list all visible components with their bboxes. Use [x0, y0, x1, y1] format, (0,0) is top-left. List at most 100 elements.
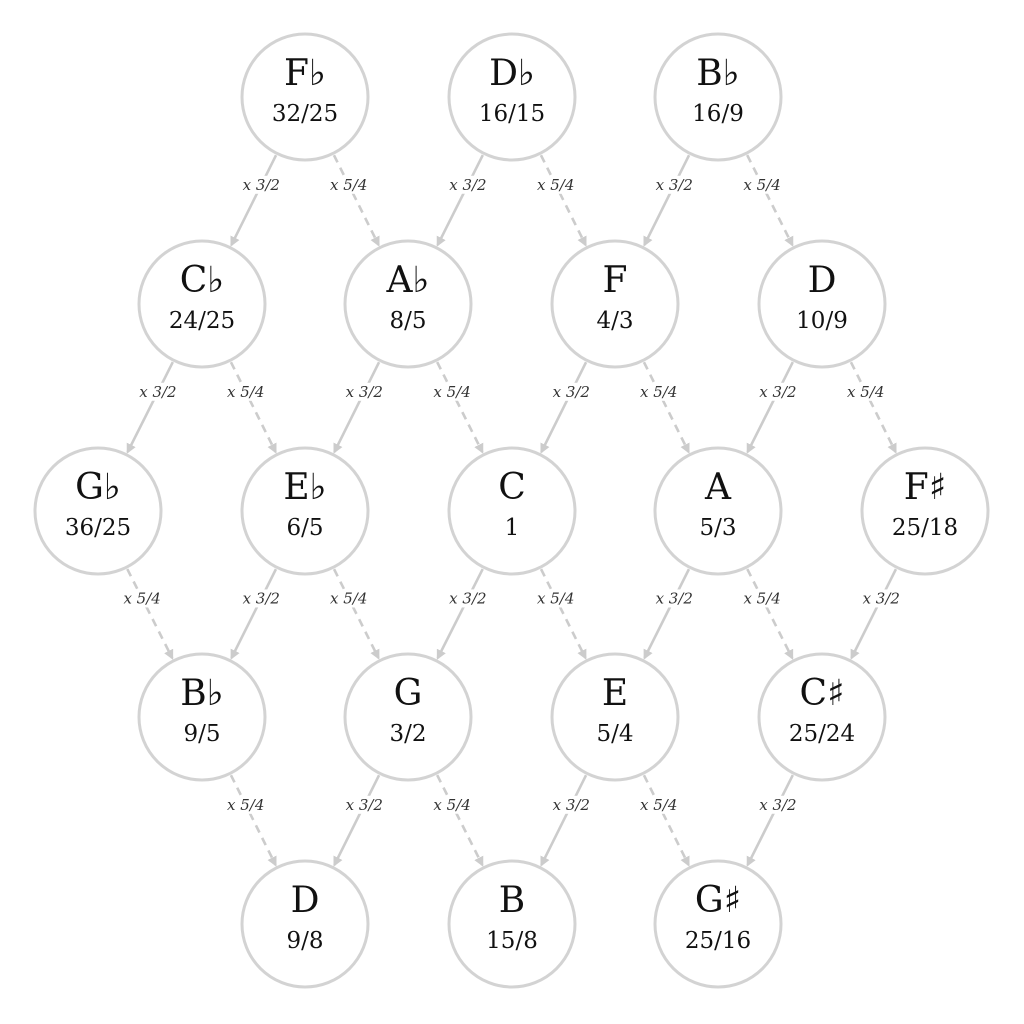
note-name: E♭	[283, 467, 326, 508]
note-ratio: 32/25	[272, 101, 338, 127]
note-circle	[240, 32, 370, 162]
edge-label-background	[239, 589, 284, 608]
note-name: D	[808, 260, 837, 301]
edge-label-third: x 5/4	[640, 383, 677, 401]
note-ratio: 5/4	[596, 721, 633, 747]
edge-label-third: x 5/4	[743, 589, 780, 607]
note-circle	[343, 652, 473, 782]
edge-d-top-to-fs	[849, 361, 897, 454]
note-circle	[137, 652, 267, 782]
note-node-fs: F♯25/18	[860, 446, 990, 576]
note-node-ab: A♭8/5	[343, 239, 473, 369]
note-name: D	[291, 880, 320, 921]
edge-cb-to-eb	[229, 361, 277, 454]
note-circle	[860, 446, 990, 576]
note-name: C	[498, 467, 526, 508]
edge-label-fifth: x 3/2	[759, 383, 796, 401]
edge-label-fifth: x 3/2	[449, 589, 486, 607]
note-name: F♯	[904, 467, 946, 508]
note-ratio: 6/5	[286, 515, 323, 541]
note-node-b: B15/8	[447, 859, 577, 989]
edge-label-background	[740, 589, 785, 608]
edge-a-to-e	[643, 568, 691, 660]
note-ratio: 15/8	[486, 928, 538, 954]
edge-label-third: x 5/4	[227, 383, 264, 401]
edge-label-background	[445, 589, 490, 608]
edge-label-third: x 5/4	[847, 383, 884, 401]
edge-eb-to-g	[332, 568, 380, 660]
edge-label-background	[740, 175, 785, 194]
edge-label-background	[533, 175, 578, 194]
note-circle	[343, 239, 473, 369]
edge-label-background	[445, 175, 490, 194]
edge-label-third: x 5/4	[433, 796, 470, 814]
edge-label-background	[755, 795, 800, 814]
edge-label-third: x 5/4	[743, 176, 780, 194]
note-ratio: 10/9	[796, 308, 848, 334]
note-name: G	[394, 673, 423, 714]
note-ratio: 3/2	[389, 721, 426, 747]
note-name: C♯	[800, 673, 845, 714]
note-node-gb: G♭36/25	[33, 446, 163, 576]
note-node-fb: F♭ 32/25	[240, 32, 370, 162]
note-ratio: 9/8	[286, 928, 323, 954]
note-name: F	[603, 260, 628, 301]
edge-db-to-f	[539, 154, 587, 247]
edge-label-fifth: x 3/2	[139, 383, 176, 401]
edge-label-background	[342, 382, 387, 401]
note-ratio: 9/5	[183, 721, 220, 747]
edge-db-to-ab	[436, 154, 484, 247]
edge-label-third: x 5/4	[330, 589, 367, 607]
note-name: C♭	[180, 260, 225, 301]
note-circle	[550, 239, 680, 369]
edge-g-to-b	[436, 774, 484, 867]
note-circle	[550, 652, 680, 782]
edge-label-third: x 5/4	[433, 383, 470, 401]
edge-c-to-g	[436, 568, 484, 660]
edge-label-fifth: x 3/2	[346, 796, 383, 814]
edge-fb-to-ab	[332, 154, 380, 247]
edge-label-third: x 5/4	[537, 176, 574, 194]
edge-label-background	[636, 795, 681, 814]
edge-label-fifth: x 3/2	[243, 589, 280, 607]
note-node-bb-top: B♭16/9	[653, 32, 783, 162]
note-circle	[137, 239, 267, 369]
note-circle	[653, 859, 783, 989]
edge-label-fifth: x 3/2	[449, 176, 486, 194]
edge-label-background	[135, 382, 180, 401]
note-ratio: 16/15	[479, 101, 545, 127]
note-circle	[447, 446, 577, 576]
note-name: A	[704, 467, 732, 508]
edge-c-to-e	[539, 568, 587, 660]
edge-label-third: x 5/4	[330, 176, 367, 194]
edge-label-fifth: x 3/2	[863, 589, 900, 607]
edge-label-background	[859, 589, 904, 608]
edge-label-background	[549, 382, 594, 401]
edge-label-third: x 5/4	[123, 589, 160, 607]
note-node-a: A 5/3	[653, 446, 783, 576]
edge-label-fifth: x 3/2	[759, 796, 796, 814]
note-node-d: D 9/8	[240, 859, 370, 989]
note-circle	[447, 32, 577, 162]
edge-e-to-gs	[642, 774, 690, 867]
note-node-db: D♭16/15	[447, 32, 577, 162]
edge-cs-to-gs	[746, 774, 794, 867]
edge-label-third: x 5/4	[537, 589, 574, 607]
edge-gb-to-bb	[126, 568, 174, 660]
note-node-cb: C♭24/25	[137, 239, 267, 369]
note-ratio: 4/3	[596, 308, 633, 334]
edge-label-background	[120, 589, 165, 608]
edge-label-background	[430, 795, 475, 814]
edge-label-fifth: x 3/2	[243, 176, 280, 194]
edge-label-background	[652, 589, 697, 608]
edge-label-background	[326, 175, 371, 194]
note-ratio: 36/25	[65, 515, 131, 541]
note-name: F♭	[284, 53, 326, 94]
edge-label-background	[223, 795, 268, 814]
edge-f-to-a	[642, 361, 690, 454]
note-ratio: 5/3	[699, 515, 736, 541]
note-ratio: 25/16	[685, 928, 751, 954]
edge-label-background	[342, 795, 387, 814]
note-circle	[757, 652, 887, 782]
